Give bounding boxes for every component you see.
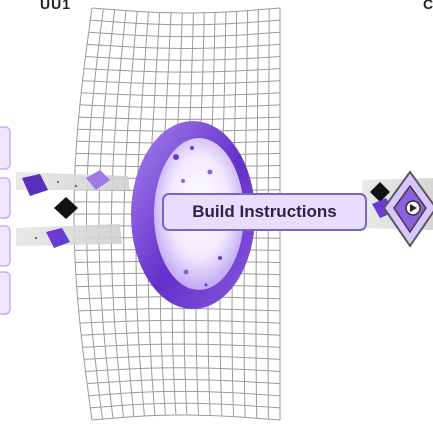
grid-line-horizontal: [82, 343, 281, 348]
beam-lower: [16, 224, 122, 246]
portal-particle: [222, 138, 226, 142]
grid-line-horizontal: [79, 104, 281, 109]
portal-particle: [181, 179, 185, 183]
grid-line-horizontal: [81, 92, 281, 97]
grid-line-horizontal: [88, 390, 281, 397]
grid-line-horizontal: [85, 367, 281, 372]
input-tile-3: [0, 225, 11, 267]
grid-line-horizontal: [83, 68, 281, 73]
top-left-label: UU1: [40, 0, 72, 12]
beam-dot: [56, 180, 60, 184]
right-output: [362, 170, 433, 248]
grid-line-horizontal: [91, 7, 281, 14]
beam-dot: [74, 184, 78, 188]
purple-cube-2: [86, 170, 110, 190]
left-tiles: [0, 126, 11, 315]
left-shapes: [22, 170, 110, 248]
portal-particle: [190, 146, 194, 150]
grid-line-horizontal: [90, 402, 281, 409]
grid-line-horizontal: [85, 56, 281, 61]
grid-line-horizontal: [78, 116, 281, 120]
grid-line-horizontal: [91, 414, 281, 421]
grid-line-horizontal: [81, 331, 281, 336]
portal-particle: [173, 154, 179, 160]
input-tile-2: [0, 177, 11, 219]
purple-cube-3: [46, 228, 70, 248]
black-diamond-right: [370, 182, 390, 202]
input-tile-1: [0, 126, 11, 170]
portal-particle: [207, 169, 213, 175]
top-right-label: C: [423, 0, 433, 12]
purple-cube-1: [22, 174, 48, 196]
portal-particle: [204, 283, 208, 287]
grid-line-horizontal: [90, 19, 281, 26]
grid-line-horizontal: [88, 31, 281, 38]
black-diamond: [54, 197, 78, 219]
build-instructions-button[interactable]: Build Instructions: [162, 193, 367, 231]
input-tile-4: [0, 271, 11, 315]
grid-line-horizontal: [82, 80, 281, 85]
beam-dot: [34, 236, 38, 240]
play-triangle-icon: [410, 204, 417, 212]
grid-line-horizontal: [87, 43, 281, 49]
portal-particle: [218, 256, 222, 260]
grid-line-horizontal: [79, 319, 281, 324]
grid-line-horizontal: [83, 355, 281, 360]
portal-particle: [183, 269, 189, 275]
grid-line-horizontal: [87, 379, 281, 385]
grid-line-horizontal: [78, 308, 281, 312]
